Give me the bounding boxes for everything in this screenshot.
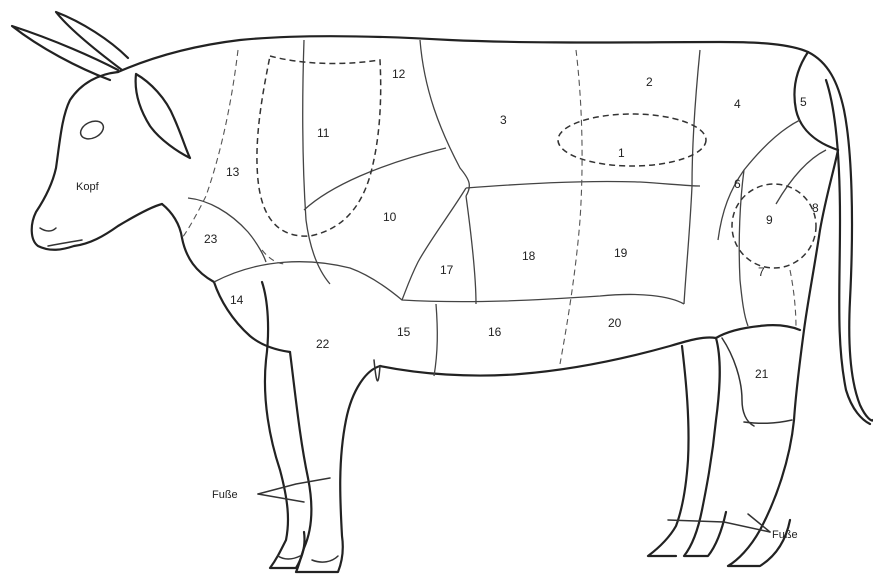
- cut-label-16: 16: [488, 325, 502, 339]
- head-label: Kopf: [76, 181, 100, 193]
- cut-label-11: 11: [317, 126, 330, 140]
- cut-label-12: 12: [392, 67, 406, 81]
- cut-label-17: 17: [440, 263, 454, 277]
- cutline-round-1: [718, 120, 800, 240]
- cut-label-8: 8: [812, 201, 819, 215]
- cut-label-15: 15: [397, 325, 411, 339]
- cut-label-2: 2: [646, 75, 653, 89]
- cutline-neck-shoulder: [182, 50, 238, 238]
- front-hoof-1: [278, 556, 300, 559]
- cut-label-9: 9: [766, 213, 773, 227]
- cutline-shoulder-clod: [304, 148, 446, 210]
- cutline-rib-chuck: [420, 40, 469, 196]
- cut-label-19: 19: [614, 246, 628, 260]
- cutline-short-plate: [560, 50, 582, 364]
- feet-pointer-front-2: [258, 494, 304, 502]
- cutline-brisket-belly: [434, 304, 437, 376]
- chest-outline: [214, 282, 290, 352]
- cutline-brisket: [402, 188, 466, 300]
- nostril: [40, 228, 56, 231]
- cutline-round-4: [790, 270, 796, 328]
- cut-label-18: 18: [522, 249, 536, 263]
- hind-leg-hock: [744, 420, 792, 423]
- cutline-flank-top: [466, 181, 700, 188]
- cut-label-14: 14: [230, 293, 244, 307]
- cut-label-5: 5: [800, 95, 807, 109]
- feet-label-hind: Fuße: [772, 529, 798, 541]
- back-outline: [118, 36, 808, 72]
- cutline-plate: [466, 196, 476, 304]
- cut-label-3: 3: [500, 113, 507, 127]
- cut-label-6: 6: [734, 177, 741, 191]
- hind-leg-thigh: [716, 325, 800, 338]
- cut-label-20: 20: [608, 316, 622, 330]
- cut-label-7: 7: [758, 265, 765, 279]
- dashed-region-1: [558, 114, 706, 166]
- hind-leg-back: [684, 338, 726, 556]
- feet-label-front: Fuße: [212, 489, 238, 501]
- cut-label-13: 13: [226, 165, 240, 179]
- cutline-flank-round: [684, 186, 692, 304]
- hind-leg-shin: [648, 346, 689, 556]
- hind-leg-front: [728, 150, 838, 566]
- dashed-region-11: [257, 56, 381, 236]
- cutline-round-3: [739, 170, 748, 326]
- cut-label-10: 10: [383, 210, 397, 224]
- cut-label-22: 22: [316, 337, 330, 351]
- feet-pointer-hind: [668, 520, 770, 532]
- head-outline: [32, 72, 162, 250]
- horn-left: [12, 26, 118, 80]
- cutline-shoulder-rib: [303, 40, 330, 284]
- eye: [78, 118, 107, 143]
- cut-label-21: 21: [755, 367, 769, 381]
- cut-label-1: 1: [618, 146, 625, 160]
- front-leg-inner: [374, 360, 380, 381]
- feet-pointer-front: [258, 478, 330, 494]
- belly-outline: [380, 337, 716, 375]
- hind-leg-knee: [722, 338, 754, 426]
- cut-label-23: 23: [204, 232, 218, 246]
- ear: [136, 74, 190, 158]
- front-hoof-2: [312, 556, 338, 562]
- cutline-round-2: [776, 150, 826, 204]
- cutline-loin-sirloin: [692, 50, 700, 186]
- dashed-region-9: [732, 184, 816, 268]
- cut-label-4: 4: [734, 97, 741, 111]
